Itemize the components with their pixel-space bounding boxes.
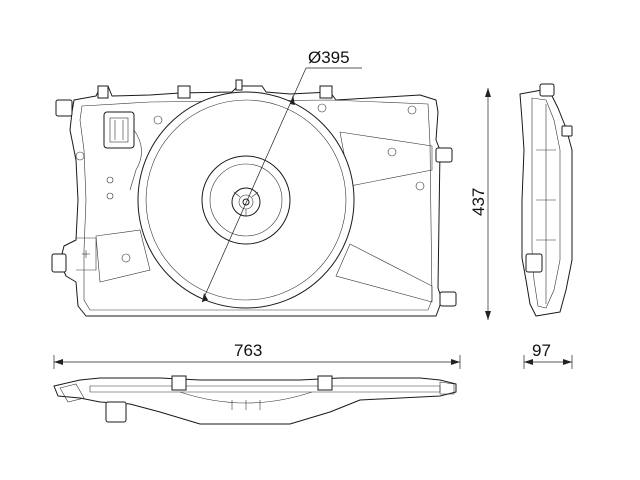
side-clip bbox=[561, 125, 573, 137]
left-strut bbox=[95, 229, 151, 283]
side-clip bbox=[539, 83, 555, 97]
mounting-clip bbox=[51, 253, 67, 273]
top-tab bbox=[177, 85, 191, 99]
width-arrow-right bbox=[451, 359, 460, 365]
height-dimension: 437 bbox=[469, 88, 491, 320]
mounting-hole bbox=[121, 253, 131, 263]
diameter-label: Ø395 bbox=[308, 48, 350, 67]
mounting-hole bbox=[106, 192, 114, 200]
electrical-connector bbox=[103, 111, 135, 149]
depth-arrow-right bbox=[563, 359, 572, 365]
motor-inner bbox=[209, 163, 283, 237]
depth-dimension: 97 bbox=[523, 341, 573, 369]
hub-spoke bbox=[251, 191, 259, 198]
width-arrow-left bbox=[54, 359, 63, 365]
fan-ring-inner bbox=[145, 99, 347, 301]
resistor-bracket bbox=[76, 237, 97, 271]
mounting-clip bbox=[435, 147, 453, 163]
side-view bbox=[519, 83, 573, 317]
width-dimension: 763 bbox=[53, 341, 461, 369]
mounting-clip bbox=[55, 99, 73, 117]
bottom-tab bbox=[317, 375, 333, 391]
diameter-dimension: Ø395 bbox=[201, 48, 362, 303]
side-connector bbox=[525, 253, 543, 273]
hub-spoke bbox=[233, 191, 241, 198]
mounting-hole bbox=[317, 103, 327, 113]
height-arrow-top bbox=[485, 88, 491, 97]
width-label: 763 bbox=[234, 341, 262, 360]
front-view bbox=[51, 79, 457, 317]
bottom-view bbox=[53, 375, 457, 425]
bottom-tab bbox=[171, 375, 187, 391]
bottom-connector bbox=[105, 401, 127, 423]
side-profile-outer bbox=[519, 89, 573, 317]
diameter-arrow-bottom bbox=[202, 293, 208, 302]
lower-strut bbox=[335, 243, 433, 303]
top-tab bbox=[97, 85, 109, 99]
bottom-right-bracket bbox=[439, 381, 455, 395]
motor-housing bbox=[201, 155, 291, 245]
motor-shaft bbox=[242, 198, 250, 206]
mounting-hole bbox=[407, 105, 417, 115]
bottom-left-bracket bbox=[59, 383, 85, 403]
mounting-hole bbox=[75, 151, 85, 161]
mounting-hole bbox=[387, 147, 397, 157]
bottom-profile-inner bbox=[89, 385, 441, 393]
top-tab bbox=[319, 85, 333, 99]
mounting-hole bbox=[415, 181, 425, 191]
connector-latch bbox=[109, 117, 129, 143]
wire-harness bbox=[129, 129, 142, 191]
fan-ring-outer bbox=[137, 91, 355, 309]
depth-arrow-left bbox=[524, 359, 533, 365]
side-profile-inner bbox=[531, 97, 561, 309]
height-arrow-bottom bbox=[485, 311, 491, 320]
shroud-frame bbox=[59, 85, 443, 317]
mounting-clip bbox=[439, 291, 457, 307]
depth-label: 97 bbox=[532, 341, 551, 360]
mounting-hole bbox=[153, 115, 163, 125]
mounting-hole bbox=[106, 176, 114, 184]
diameter-arrow-top bbox=[290, 95, 295, 105]
diameter-leader bbox=[201, 67, 307, 303]
height-label: 437 bbox=[469, 188, 488, 216]
shroud-inner-edge bbox=[79, 99, 433, 311]
top-tab bbox=[235, 79, 243, 91]
upper-strut bbox=[339, 131, 433, 187]
